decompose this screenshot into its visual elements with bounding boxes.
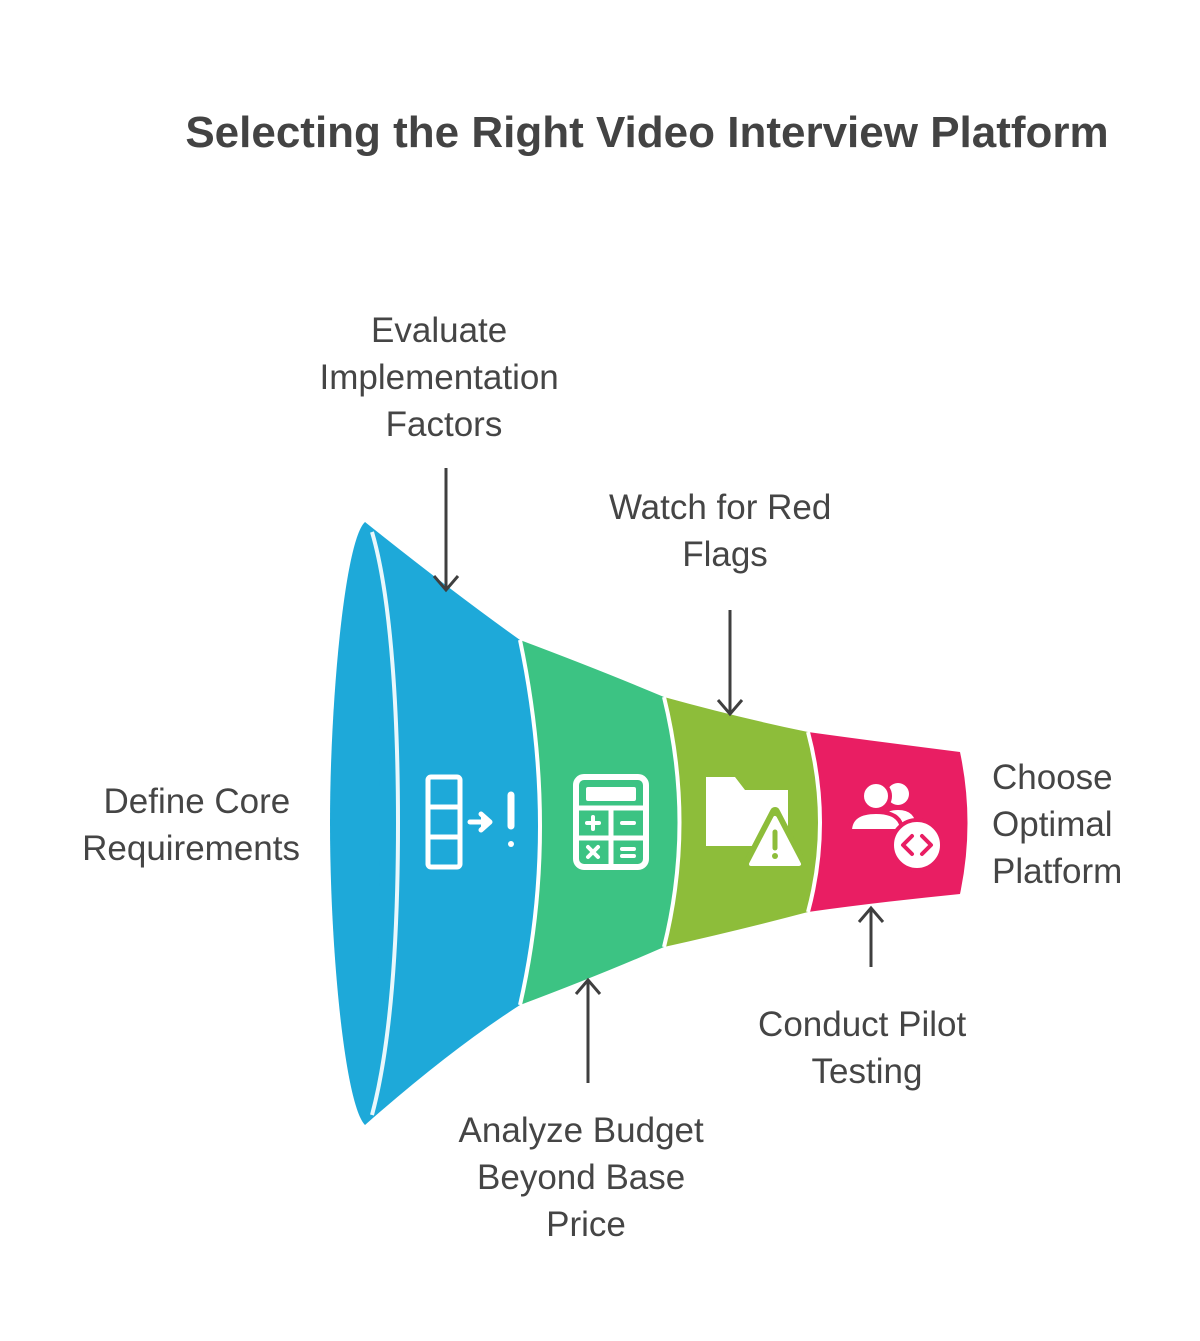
label-define: Define Core Requirements (82, 782, 300, 868)
label-budget: Analyze Budget Beyond Base Price (459, 1111, 714, 1244)
label-choose: Choose Optimal Platform (992, 758, 1122, 891)
funnel-opening-rim (330, 522, 380, 1125)
page-title: Selecting the Right Video Interview Plat… (185, 108, 1108, 157)
label-redflags: Watch for Red Flags (609, 488, 841, 574)
funnel-opening-edge (370, 531, 401, 1116)
segment-divider (662, 696, 682, 948)
requirements-list-icon (425, 774, 515, 870)
users-code-icon (847, 780, 944, 872)
folder-warning-icon (706, 777, 808, 871)
calculator-icon (573, 774, 649, 870)
funnel-segment-define (365, 522, 540, 1125)
segment-divider (518, 639, 542, 1006)
arrow-pilot (857, 905, 885, 967)
arrow-redflags (716, 610, 744, 717)
label-pilot: Conduct Pilot Testing (758, 1005, 976, 1091)
label-evaluate: Evaluate Implementation Factors (319, 311, 568, 444)
arrow-budget (574, 977, 602, 1083)
arrow-evaluate (432, 468, 460, 593)
segment-divider (806, 731, 822, 913)
